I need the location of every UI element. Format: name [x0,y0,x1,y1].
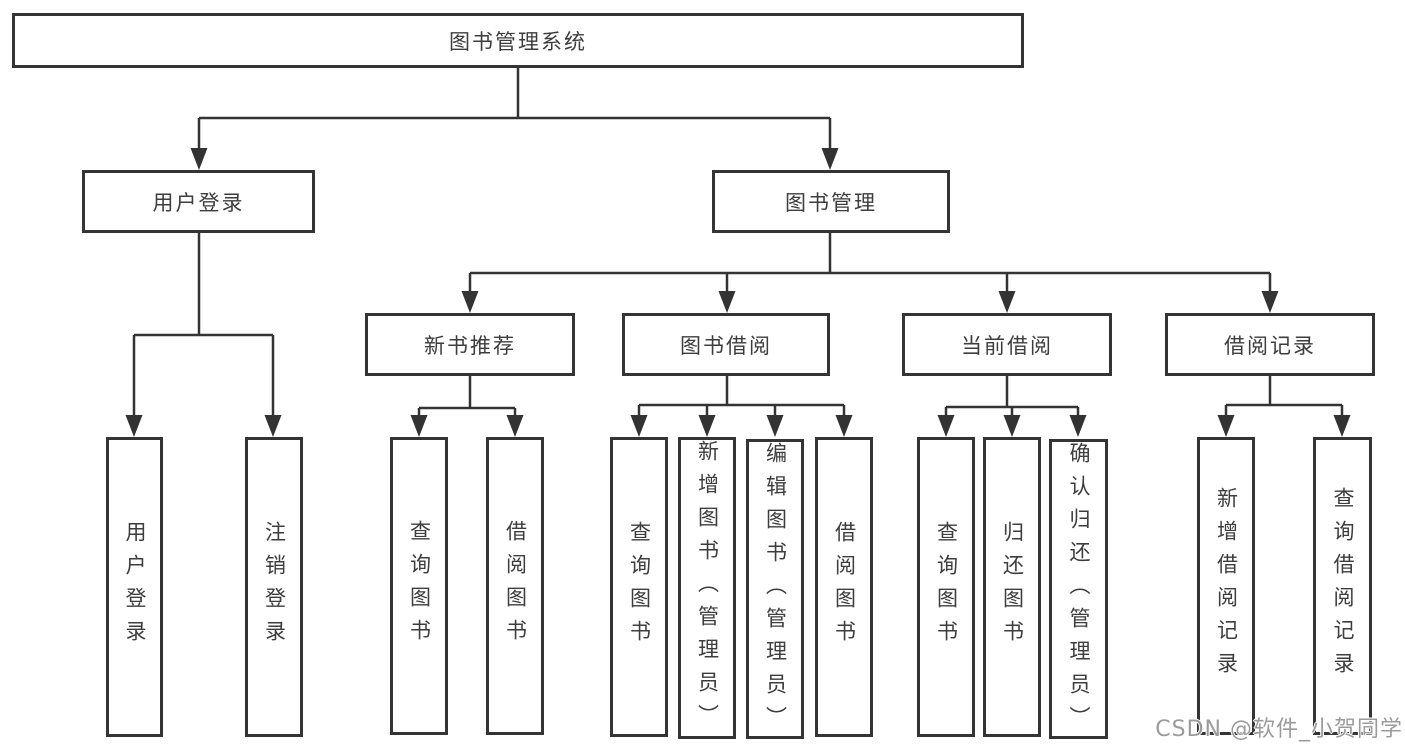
node-current-confirm-return-admin: 确认归还（管理员） [1049,439,1108,739]
node-borrowing-records: 借阅记录 [1165,313,1375,376]
node-borrowing-borrow-books: 借阅图书 [815,437,873,737]
node-book-borrowing: 图书借阅 [622,313,830,376]
node-current-query-books: 查询图书 [917,437,975,737]
node-user-login-action: 用户登录 [106,437,163,737]
node-book-management: 图书管理 [712,170,950,233]
node-library-management-system: 图书管理系统 [12,13,1024,68]
watermark: CSDN @软件_小贺同学 [1155,717,1403,742]
node-borrowing-query-books: 查询图书 [610,437,668,737]
node-records-add-record: 新增借阅记录 [1197,437,1255,735]
node-user-login: 用户登录 [82,170,315,233]
node-new-book-recommendation: 新书推荐 [365,313,575,376]
node-recommend-borrow-books: 借阅图书 [486,437,544,735]
node-records-query-record: 查询借阅记录 [1313,437,1372,735]
node-borrowing-add-books-admin: 新增图书（管理员） [678,437,736,739]
node-current-borrowing: 当前借阅 [902,313,1112,376]
node-borrowing-edit-books-admin: 编辑图书（管理员） [746,439,804,739]
node-recommend-query-books: 查询图书 [390,437,448,735]
arrowheads [125,148,1351,437]
node-logout: 注销登录 [245,437,303,737]
connector-paths [132,68,1344,420]
node-current-return-books: 归还图书 [983,437,1041,737]
